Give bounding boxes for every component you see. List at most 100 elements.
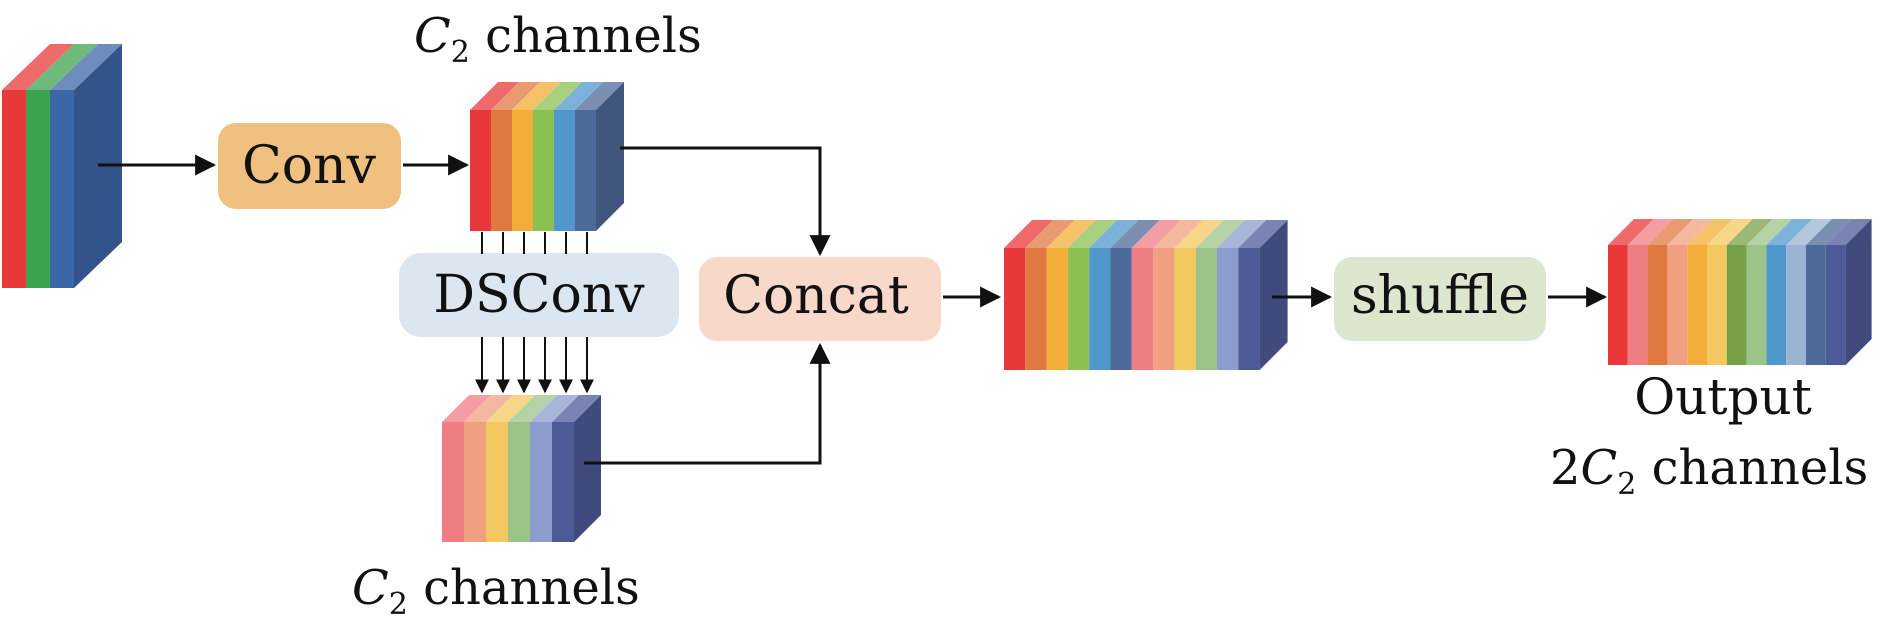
- channel-slice-top: [1131, 220, 1182, 248]
- channel-block-side: [1259, 220, 1288, 370]
- channel-block-side: [596, 82, 624, 231]
- channel-slice-front: [491, 110, 512, 231]
- channel-slice-top: [1238, 220, 1288, 248]
- dsconv-channel-arrows: [475, 232, 594, 394]
- channel-slice-front: [1238, 248, 1260, 370]
- channel-slice-front: [533, 110, 554, 231]
- channel-slice-top: [1046, 220, 1096, 248]
- channel-slice-front: [1025, 248, 1047, 370]
- arrows: [98, 146, 1608, 465]
- channel-slice-front: [1217, 248, 1239, 370]
- channel-slice-front: [1627, 245, 1648, 365]
- shuffled-output-feature-map: [1608, 219, 1872, 365]
- channel-block-side: [1845, 219, 1872, 365]
- concat-box: Concat: [699, 257, 941, 341]
- channel-slice-top: [508, 395, 557, 422]
- channel-slice-top: [1195, 220, 1245, 248]
- conv-box: Conv: [218, 123, 401, 209]
- arrow-conv-block-to-concat: [620, 146, 831, 257]
- channel-slice-front: [530, 422, 552, 542]
- channel-slice-top: [1707, 219, 1753, 245]
- channel-slice-front: [508, 422, 530, 542]
- channel-slice-front: [1153, 248, 1175, 370]
- channel-slice-top: [1627, 219, 1674, 245]
- conv-output-feature-map: [470, 82, 624, 231]
- channel-slice-front: [442, 422, 464, 542]
- channel-slice-top: [442, 395, 491, 422]
- channel-slice-front: [1647, 245, 1668, 365]
- channel-slice-top: [470, 82, 519, 110]
- output-channels-label: 2C2 channels: [1550, 440, 1868, 502]
- channel-slice-top: [533, 82, 582, 110]
- input-feature-map: [2, 44, 122, 288]
- channel-slice-front: [50, 90, 74, 288]
- channel-slice-top: [1786, 219, 1832, 245]
- channel-slice-front: [1687, 245, 1707, 365]
- channel-slice-front: [554, 110, 575, 231]
- channel-slice-top: [1806, 219, 1852, 245]
- channel-slice-top: [1687, 219, 1733, 245]
- shuffle-label: shuffle: [1351, 266, 1529, 326]
- output-title-label: Output: [1634, 368, 1812, 426]
- channel-slice-front: [1766, 245, 1787, 365]
- top-channels-label: C2 channels: [414, 8, 702, 70]
- channel-slice-front: [1726, 245, 1747, 365]
- channel-slice-top: [1025, 220, 1075, 248]
- channel-slice-top: [491, 82, 540, 110]
- channel-slice-front: [512, 110, 533, 231]
- channel-slice-top: [464, 395, 513, 422]
- channel-slice-front: [1195, 248, 1217, 370]
- channel-slice-front: [1707, 245, 1727, 365]
- channel-slice-top: [1746, 219, 1793, 245]
- channel-slice-top: [1174, 220, 1224, 248]
- channel-slice-front: [486, 422, 508, 542]
- channel-slice-top: [1667, 219, 1714, 245]
- channel-slice-front: [552, 422, 574, 542]
- channel-slice-front: [1089, 248, 1111, 370]
- channel-slice-top: [1004, 220, 1054, 248]
- channel-slice-top: [50, 44, 122, 90]
- channel-slice-front: [1806, 245, 1826, 365]
- dsconv-box: DSConv: [399, 253, 679, 337]
- channel-slice-front: [1746, 245, 1767, 365]
- arrow-dsconv-block-to-concat: [584, 342, 831, 465]
- channel-slice-top: [1825, 219, 1872, 245]
- channel-block-side: [574, 395, 601, 542]
- conv-label: Conv: [242, 136, 377, 196]
- channel-slice-top: [1153, 220, 1203, 248]
- channel-slice-top: [486, 395, 535, 422]
- dsconv-label: DSConv: [433, 265, 645, 325]
- channel-slice-front: [1174, 248, 1196, 370]
- channel-slice-front: [575, 110, 596, 231]
- channel-slice-top: [1766, 219, 1813, 245]
- channel-slice-front: [1608, 245, 1628, 365]
- channel-slice-top: [1110, 220, 1160, 248]
- channel-slice-front: [1004, 248, 1026, 370]
- channel-slice-front: [26, 90, 50, 288]
- channel-slice-top: [1608, 219, 1654, 245]
- channel-slice-top: [554, 82, 603, 110]
- channel-slice-top: [530, 395, 579, 422]
- channel-slice-front: [1131, 248, 1154, 370]
- channel-slice-top: [1726, 219, 1773, 245]
- channel-slice-front: [1110, 248, 1132, 370]
- channel-slice-top: [575, 82, 624, 110]
- channel-slice-front: [1786, 245, 1806, 365]
- channel-slice-top: [1217, 220, 1267, 248]
- channel-slice-front: [1067, 248, 1090, 370]
- channel-slice-front: [464, 422, 486, 542]
- channel-slice-top: [1089, 220, 1139, 248]
- channel-slice-top: [26, 44, 98, 90]
- concat-output-feature-map: [1004, 220, 1288, 370]
- channel-slice-top: [2, 44, 74, 90]
- channel-slice-top: [512, 82, 561, 110]
- channel-slice-front: [1046, 248, 1068, 370]
- channel-slice-front: [2, 90, 26, 288]
- channel-slice-front: [470, 110, 491, 231]
- dsconv-output-feature-map: [442, 395, 601, 542]
- channel-slice-top: [1647, 219, 1694, 245]
- bottom-channels-label: C2 channels: [352, 560, 640, 622]
- shuffle-box: shuffle: [1334, 257, 1546, 341]
- channel-slice-top: [552, 395, 601, 422]
